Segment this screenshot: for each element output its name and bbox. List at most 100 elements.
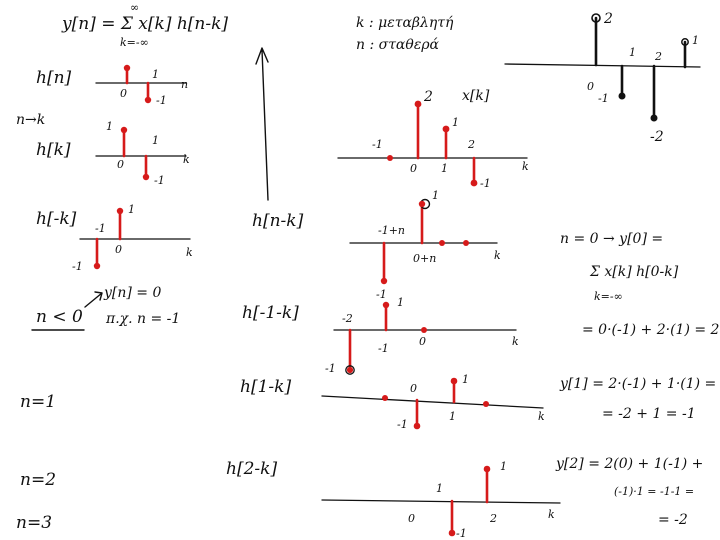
sample-h-minus1-minus-k-minus2-ring bbox=[345, 365, 355, 375]
sample-x-k-minus1 bbox=[387, 155, 393, 161]
equation-y2: y[2] = 2(0) + 1(-1) + bbox=[555, 456, 703, 472]
plot-y-n: 2 1 0 1 2 -1 -2 bbox=[504, 11, 701, 145]
sample-h-1-minus-k-1 bbox=[450, 377, 458, 385]
axis-h-2-minus-k bbox=[321, 499, 561, 504]
equation-n0-sum: Σ x[k] h[0-k] bbox=[589, 264, 679, 280]
value-x-k-1: 1 bbox=[452, 116, 459, 129]
tick-y-n-0: 0 bbox=[587, 80, 594, 93]
tick-h-minus-k-0: 0 bbox=[115, 243, 122, 256]
axis-label-k-7: k bbox=[548, 508, 555, 521]
sum-lower-limit: k=-∞ bbox=[120, 36, 149, 49]
label-h-n: h[n] bbox=[36, 68, 72, 88]
value-h-1-minus-k-1: 1 bbox=[462, 373, 469, 386]
label-h-minus1-minus-k: h[-1-k] bbox=[242, 303, 299, 323]
plot-x-k: x[k] 2 1 -1 0 1 2 -1 k bbox=[337, 88, 529, 190]
axis-label-k-4: k bbox=[494, 249, 501, 262]
sample-h-minus-k-0 bbox=[116, 207, 124, 215]
sample-h-minus1-minus-k-0 bbox=[421, 327, 427, 333]
plot-h-minus1-minus-k: 1 -2 -1 0 -1 k bbox=[325, 296, 519, 375]
conv-formula-text: y[n] = Σ x[k] h[n-k] bbox=[61, 14, 228, 34]
plot-h-1-minus-k: 1 0 1 -1 k bbox=[321, 373, 545, 431]
tick-h-n-1: 1 bbox=[152, 68, 159, 81]
tick-h-1-minus-k-0: 0 bbox=[410, 382, 417, 395]
label-h-n-minus-k: h[n-k] bbox=[252, 211, 304, 231]
equation-n0-result: = 0·(-1) + 2·(1) = 2 bbox=[582, 322, 720, 338]
sample-h-minus-k-minus1 bbox=[93, 262, 101, 270]
note-n-constant: n : σταθερά bbox=[356, 37, 440, 53]
equation-n0-sum-bottom: k=-∞ bbox=[594, 290, 623, 303]
plot-h-minus-k: 1 0 -1 -1 k bbox=[72, 203, 193, 273]
label-n-less-0: n < 0 bbox=[36, 307, 83, 327]
sample-h-n-minus-k-1 bbox=[439, 240, 445, 246]
value-h-k-minus1: -1 bbox=[154, 174, 165, 187]
note-k-variable: k : μεταβλητή bbox=[356, 15, 454, 31]
value-x-k-2: 2 bbox=[423, 89, 433, 105]
tick-h-k-1: 1 bbox=[152, 134, 159, 147]
sample-h-n-minus-k-2 bbox=[463, 240, 469, 246]
equation-y2-result: = -2 bbox=[658, 512, 688, 528]
convolution-formula: y[n] = Σ x[k] h[n-k] ∞ k=-∞ bbox=[61, 1, 228, 49]
value-h-minus-k-1: 1 bbox=[128, 203, 135, 216]
sample-h-2-minus-k-1 bbox=[448, 529, 456, 537]
tick-x-k-1: 1 bbox=[441, 162, 448, 175]
label-n-eq-3: n=3 bbox=[16, 513, 52, 533]
sample-y-n-1 bbox=[618, 92, 626, 100]
sample-h-k-1 bbox=[142, 173, 150, 181]
plot-h-k: 1 0 1 -1 k bbox=[95, 120, 190, 187]
value-y-n-minus2: -2 bbox=[650, 129, 664, 145]
sample-h-minus1-minus-k-minus1 bbox=[382, 301, 390, 309]
value-h-2-minus-k-1: 1 bbox=[500, 460, 507, 473]
value-y-n-2: 2 bbox=[603, 11, 613, 27]
tick-y-n-2: 2 bbox=[654, 50, 662, 63]
value-x-k-minus1: -1 bbox=[480, 177, 491, 190]
sample-h-1-minus-k-2 bbox=[483, 401, 489, 407]
label-n-to-k: n→k bbox=[16, 112, 45, 128]
axis-label-k-5: k bbox=[512, 335, 519, 348]
label-n-eq-2: n=2 bbox=[20, 470, 56, 490]
tick-x-k-0: 0 bbox=[410, 162, 417, 175]
plot-h-n-minus-k: 1 -1+n 0+n -1 k bbox=[349, 189, 501, 301]
sum-upper-limit: ∞ bbox=[130, 1, 139, 14]
sample-x-k-2 bbox=[470, 179, 478, 187]
sample-h-k-0 bbox=[120, 126, 128, 134]
tick-h-2-minus-k-1-top: 1 bbox=[436, 482, 443, 495]
label-h-minus-k: h[-k] bbox=[36, 209, 77, 229]
plot-h-n: 0 1 -1 n bbox=[95, 64, 188, 107]
tick-zero-plus-n: 0+n bbox=[413, 252, 436, 265]
axis-y-n bbox=[504, 63, 701, 68]
tick-x-k-2: 2 bbox=[467, 138, 475, 151]
label-h-2-minus-k: h[2-k] bbox=[226, 459, 277, 479]
sample-y-n-2 bbox=[650, 114, 658, 122]
tick-h-minus1-minus-k-0: 0 bbox=[419, 335, 426, 348]
tick-h-minus-k-minus1: -1 bbox=[95, 222, 106, 235]
arrow-up-to-formula bbox=[255, 47, 269, 201]
sample-h-2-minus-k-2 bbox=[483, 465, 491, 473]
tick-h-2-minus-k-2: 2 bbox=[489, 512, 497, 525]
value-h-n-minus-k-1: 1 bbox=[432, 189, 439, 202]
axis-label-n: n bbox=[181, 78, 188, 91]
plot-h-2-minus-k: 1 1 0 2 -1 k bbox=[321, 460, 561, 540]
sample-h-n-minus-k-minus1 bbox=[380, 277, 388, 285]
tick-h-minus1-minus-k-minus2: -2 bbox=[342, 312, 353, 325]
value-h-n-minus1: -1 bbox=[156, 94, 167, 107]
sample-y-n-3 bbox=[681, 38, 689, 46]
axis-h-1-minus-k bbox=[321, 395, 544, 409]
sample-y-n-0 bbox=[591, 13, 601, 23]
axis-label-k-6: k bbox=[538, 410, 545, 423]
sample-h-n-minus-k-0 bbox=[418, 200, 426, 208]
tick-h-1-minus-k-1: 1 bbox=[449, 410, 456, 423]
value-h-1-minus-k-minus1: -1 bbox=[397, 418, 408, 431]
y-zero-message: y[n] = 0 bbox=[103, 285, 161, 301]
sample-x-k-1 bbox=[442, 125, 450, 133]
label-x-k: x[k] bbox=[462, 88, 490, 104]
value-y-n-1-top: 1 bbox=[692, 34, 699, 47]
sample-x-k-0 bbox=[414, 100, 422, 108]
label-h-1-minus-k: h[1-k] bbox=[240, 377, 291, 397]
label-n-eq-1: n=1 bbox=[20, 392, 56, 412]
value-h-minus1-minus-k-minus1: -1 bbox=[325, 362, 336, 375]
equation-y1: y[1] = 2·(-1) + 1·(1) = bbox=[559, 376, 716, 392]
equation-y1-result: = -2 + 1 = -1 bbox=[602, 406, 696, 422]
n-example: π.χ. n = -1 bbox=[105, 311, 180, 327]
tick-h-n-0: 0 bbox=[120, 87, 127, 100]
